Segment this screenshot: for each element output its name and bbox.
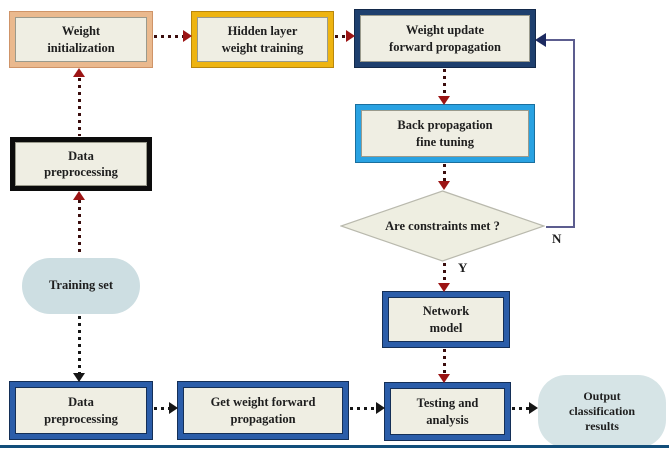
arrow-testing-to-output-line (512, 407, 530, 410)
arrow-data-preprocessing-to-get-weight-head (169, 402, 178, 414)
node-network-model: Network model (382, 291, 510, 348)
diamond-shape (340, 190, 545, 262)
arrow-weight-update-to-back-prop-line (443, 69, 446, 96)
bottom-divider-rule (0, 445, 669, 448)
node-data-preprocessing-top: Data preprocessing (10, 137, 152, 191)
node-back-propagation-fine-tuning: Back propagation fine tuning (355, 104, 535, 163)
arrow-weight-update-to-back-prop-head (438, 96, 450, 105)
loop-no-arrowhead (535, 33, 546, 47)
arrow-back-prop-to-constraints-head (438, 181, 450, 190)
arrow-network-model-to-testing-line (443, 349, 446, 374)
arrow-data-preprocessing-to-get-weight-line (154, 407, 170, 410)
arrow-network-model-to-testing-head (438, 374, 450, 383)
arrow-get-weight-to-testing-line (350, 407, 377, 410)
arrow-weight-init-to-hidden-layer-line (154, 35, 184, 38)
arrow-get-weight-to-testing-head (376, 402, 385, 414)
arrow-data-preprocessing-to-weight-init-line (78, 78, 81, 136)
node-get-weight-forward-propagation: Get weight forward propagation (177, 381, 349, 440)
node-hidden-layer-weight-training: Hidden layer weight training (191, 11, 334, 68)
arrow-training-set-to-data-preprocessing-line (78, 200, 81, 256)
arrow-testing-to-output-head (529, 402, 538, 414)
arrow-data-preprocessing-to-weight-init-head (73, 68, 85, 77)
node-testing-and-analysis: Testing and analysis (384, 382, 511, 441)
node-output-classification-results: Output classification results (538, 375, 666, 448)
arrow-training-set-to-data-preprocessing-head (73, 191, 85, 200)
arrow-constraints-to-network-model-head (438, 283, 450, 292)
arrow-constraints-to-network-model-line (443, 263, 446, 284)
node-training-set: Training set (22, 258, 140, 314)
loop-no-vertical (573, 39, 575, 228)
diamond-label: Are constraints met ? (385, 218, 500, 233)
node-weight-update-forward-propagation: Weight update forward propagation (354, 9, 536, 68)
arrow-hidden-layer-to-weight-update-head (346, 30, 355, 42)
arrow-training-set-to-data-preprocessing-bottom-line (78, 316, 81, 373)
loop-no-horizontal-bottom (546, 226, 575, 228)
edge-label-yes: Y (458, 260, 468, 275)
arrow-training-set-to-data-preprocessing-bottom-head (73, 373, 85, 382)
node-weight-initialization: Weight initialization (9, 11, 153, 68)
arrow-weight-init-to-hidden-layer-head (183, 30, 192, 42)
node-data-preprocessing-bottom: Data preprocessing (9, 381, 153, 440)
loop-no-horizontal-top (546, 39, 575, 41)
edge-label-no: N (552, 231, 562, 246)
node-are-constraints-met: Are constraints met ? (340, 190, 545, 262)
arrow-hidden-layer-to-weight-update-line (335, 35, 347, 38)
arrow-back-prop-to-constraints-line (443, 164, 446, 182)
